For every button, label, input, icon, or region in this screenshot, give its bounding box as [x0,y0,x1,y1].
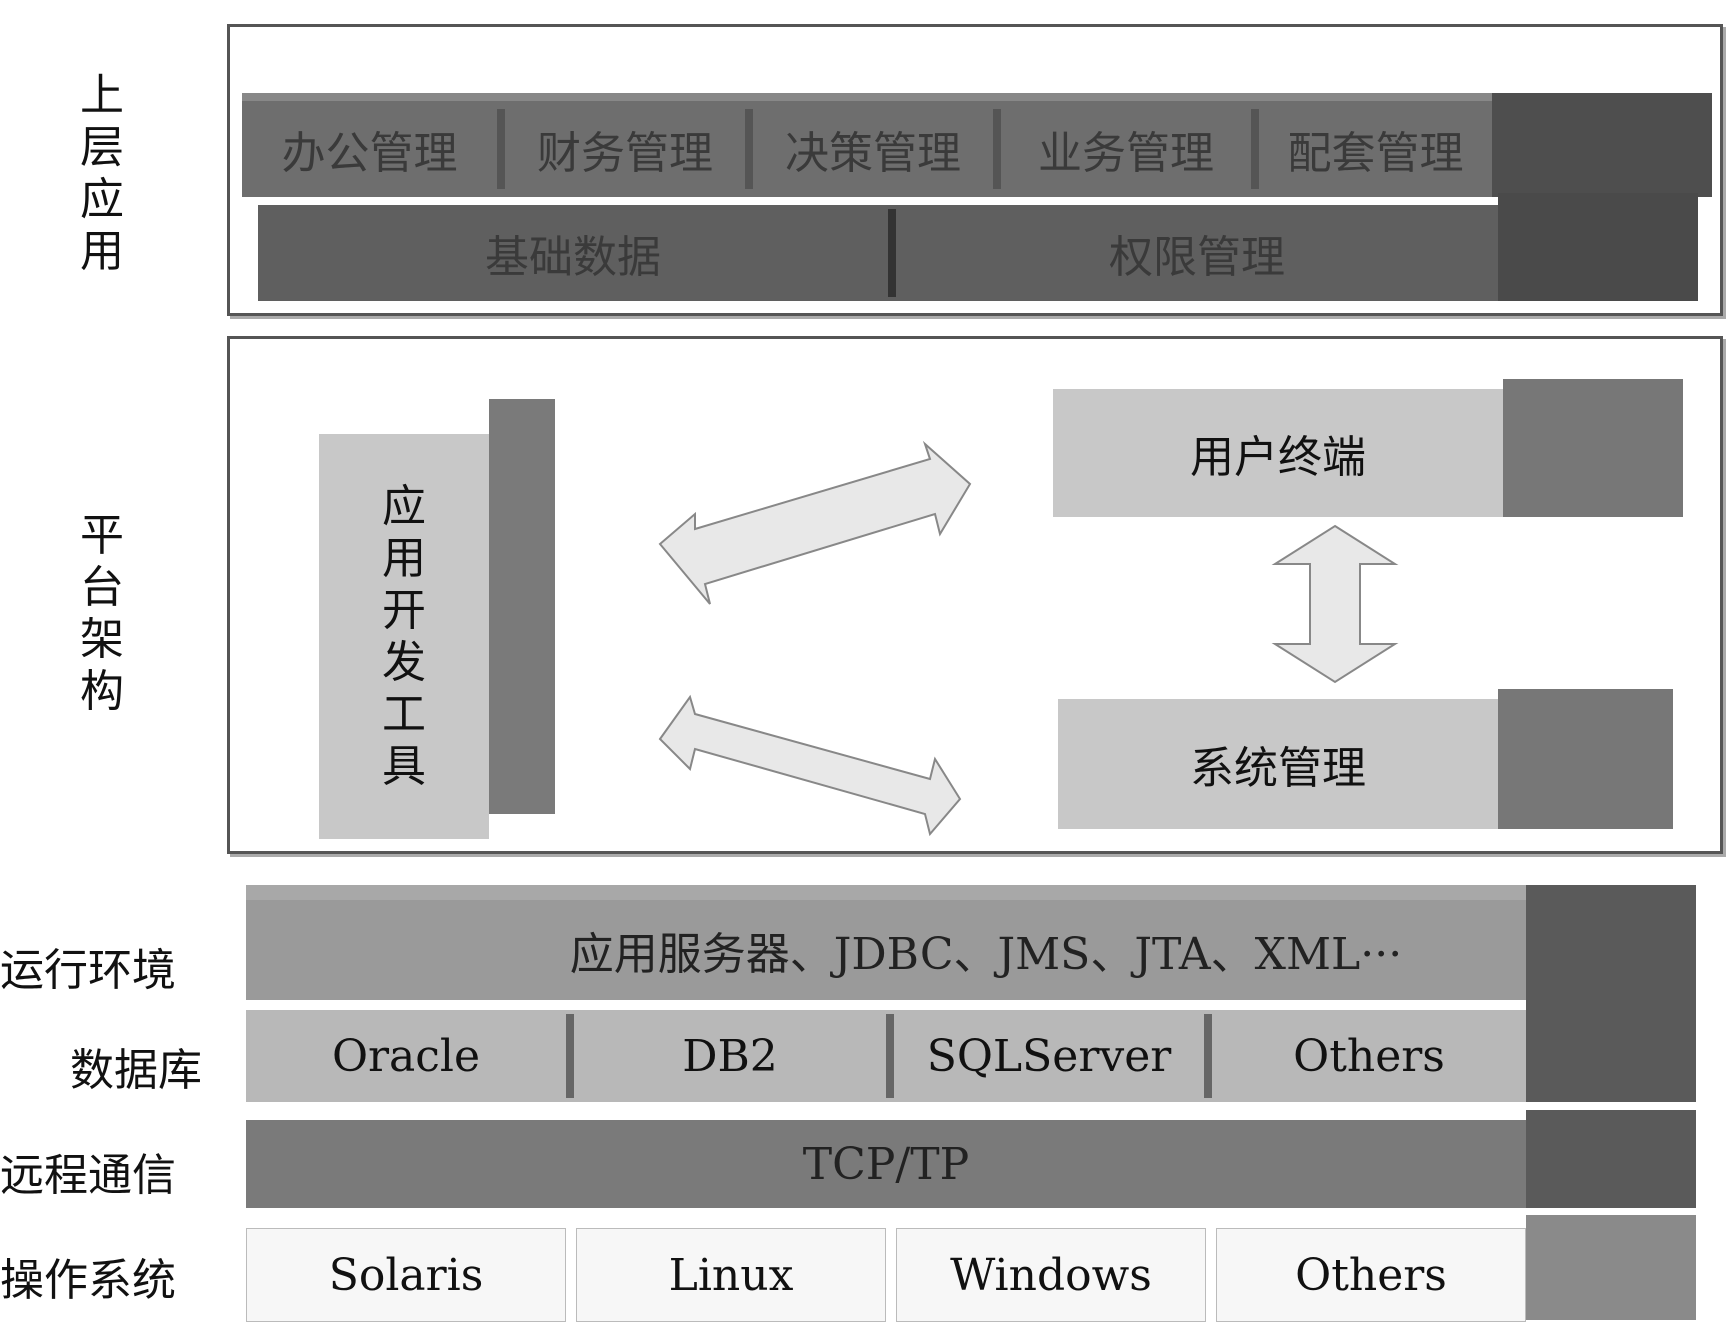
module-support: 配套管理 [1287,128,1464,179]
label-database: 数据库 [70,1045,202,1096]
os-solaris: Solaris [246,1228,566,1322]
os-windows: Windows [896,1228,1206,1322]
divider [497,109,505,189]
db-oracle: Oracle [331,1030,481,1082]
upper-row1: 办公管理 财务管理 决策管理 业务管理 配套管理 [242,101,1492,197]
module-finance: 财务管理 [537,128,713,179]
divider [886,1014,894,1098]
platform-frame: 应用开发工具 用户终端 系统管理 [227,336,1723,854]
row2-side [1498,193,1698,301]
divider [1204,1014,1212,1098]
os-row: Solaris Linux Windows Others [246,1228,1526,1322]
os-others: Others [1216,1228,1526,1322]
dev-tools-box: 应用开发工具 [319,434,489,839]
runtime-top [246,885,1696,903]
module-permission: 权限管理 [1109,232,1285,283]
module-basic-data: 基础数据 [485,232,661,283]
dev-tools-label: 应用开发工具 [382,480,426,792]
db-others: Others [1293,1030,1445,1082]
divider [993,109,1001,189]
database-row: Oracle DB2 SQLServer Others [246,1010,1526,1102]
divider [888,209,896,297]
divider [566,1014,574,1098]
os-side [1526,1215,1696,1320]
row1-side [1492,93,1712,197]
remote-row: TCP/TP [246,1120,1526,1208]
label-upper-app: 上层应用 [80,70,124,277]
terminal-side [1503,379,1683,517]
remote-side [1526,1110,1696,1208]
divider [745,109,753,189]
label-remote: 远程通信 [0,1150,176,1201]
system-mgmt-box: 系统管理 [1058,699,1498,829]
divider [1251,109,1259,189]
label-os: 操作系统 [0,1255,176,1306]
database-side [1526,1000,1696,1102]
upper-app-frame: 办公管理 财务管理 决策管理 业务管理 配套管理 基础数据 权限管理 [227,24,1723,316]
db-sqlserver: SQLServer [926,1030,1172,1082]
module-office: 办公管理 [281,128,458,179]
module-business: 业务管理 [1038,128,1214,179]
upper-row2: 基础数据 权限管理 [258,205,1498,301]
module-decision: 决策管理 [785,128,961,179]
os-linux: Linux [576,1228,886,1322]
runtime-side [1526,885,1696,1000]
vertical-arrow-icon [1271,524,1399,684]
user-terminal-box: 用户终端 [1053,389,1503,517]
label-runtime: 运行环境 [0,945,176,996]
label-platform: 平台架构 [80,510,124,717]
db-db2: DB2 [682,1030,778,1082]
runtime-row: 应用服务器、JDBC、JMS、JTA、XML··· [246,900,1526,1000]
bidirectional-arrows-icon [658,440,972,837]
runtime-text: 应用服务器、JDBC、JMS、JTA、XML··· [569,929,1403,980]
sysmgmt-side [1498,689,1673,829]
tool-side [489,399,555,814]
